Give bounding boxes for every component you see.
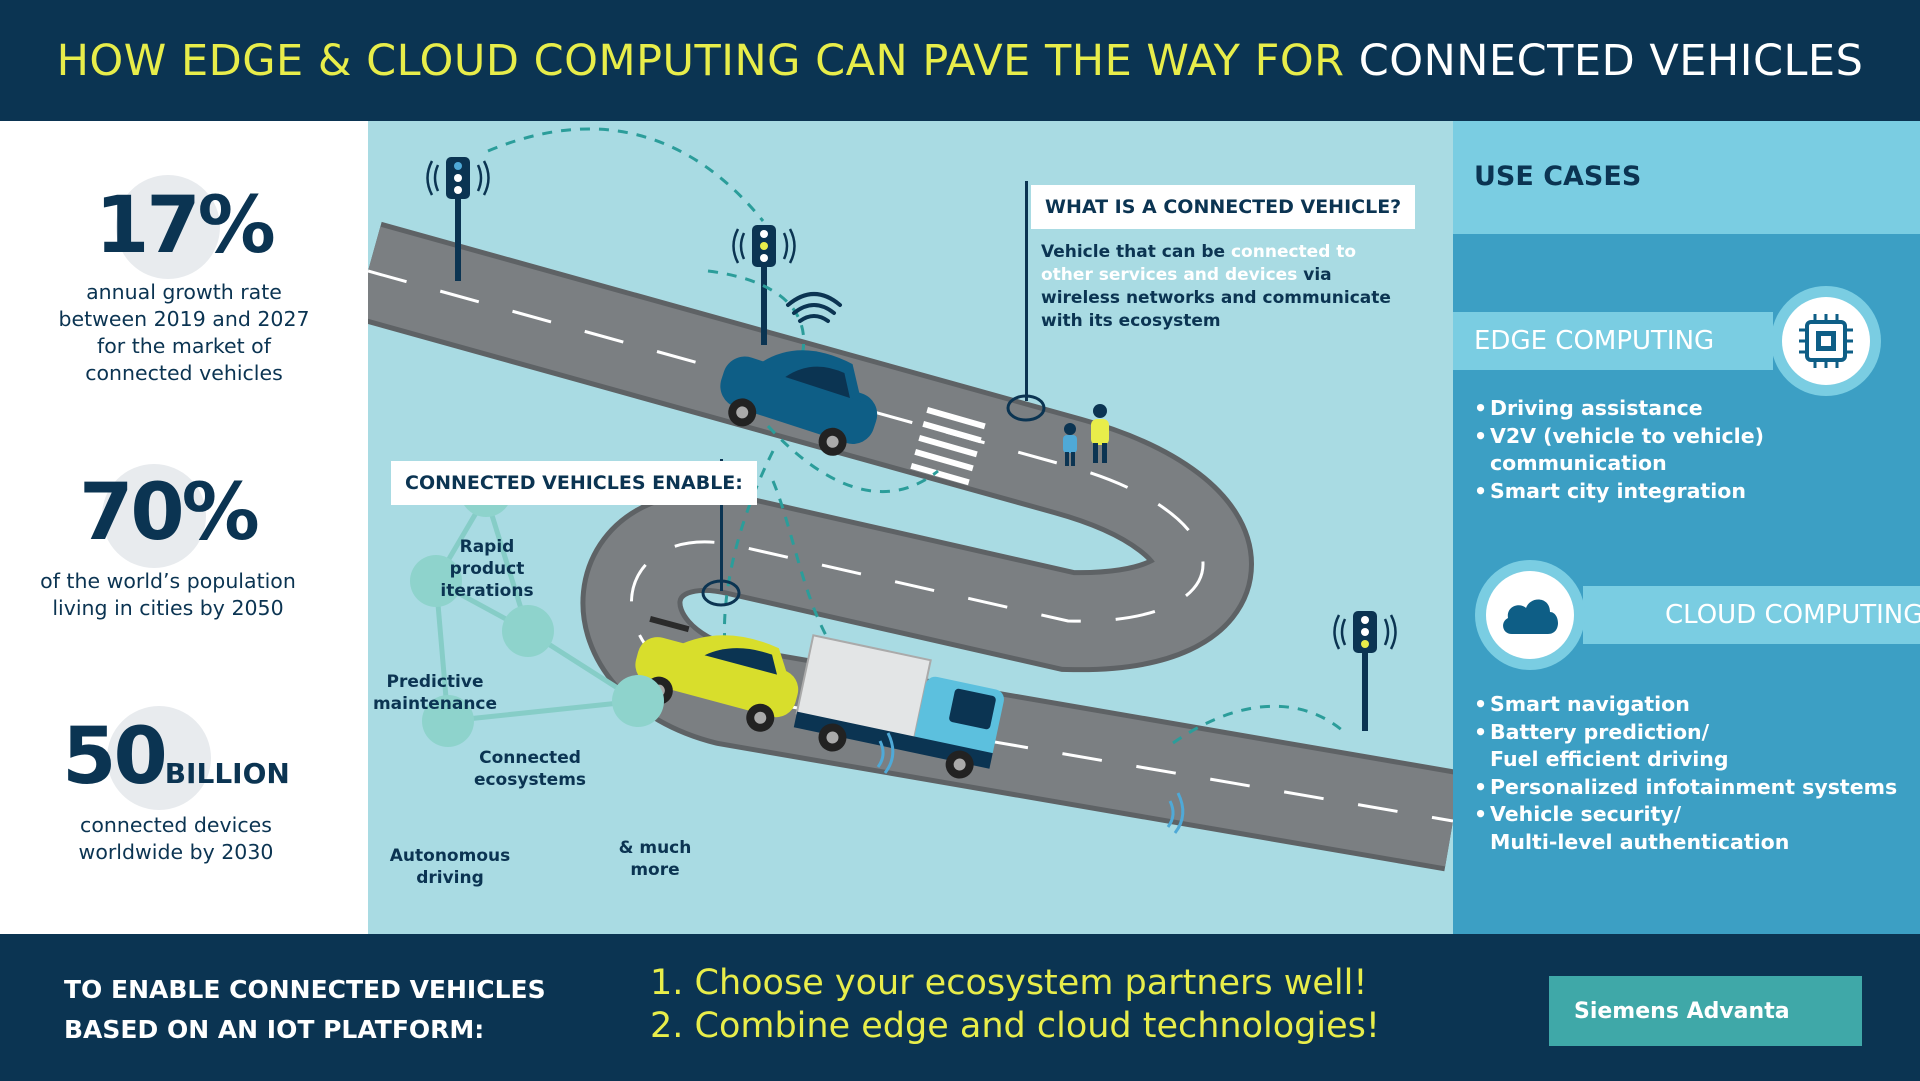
- siemens-advanta-button[interactable]: Siemens Advanta: [1549, 976, 1862, 1046]
- stat-description: connected devices worldwide by 2030: [78, 813, 274, 864]
- stat-circle: [107, 706, 211, 810]
- truck-icon: [793, 634, 1004, 779]
- cloud-icon-circle: [1475, 560, 1585, 670]
- header-banner: HOW EDGE & CLOUD COMPUTING CAN PAVE THE …: [0, 0, 1920, 121]
- stat-description: of the world’s population living in citi…: [40, 569, 296, 620]
- title-highlight: HOW EDGE & CLOUD COMPUTING CAN PAVE THE …: [56, 35, 1345, 86]
- edge-computing-title: EDGE COMPUTING: [1474, 326, 1715, 356]
- list-item: Battery prediction/Fuel efficient drivin…: [1474, 719, 1897, 774]
- stat-value: 17%: [95, 181, 276, 271]
- stat-circle: [116, 175, 220, 279]
- use-cases-header: USE CASES: [1453, 121, 1920, 234]
- connected-vehicle-question: WHAT IS A CONNECTED VEHICLE?: [1031, 185, 1416, 229]
- traffic-light-icon: [426, 157, 490, 281]
- stat-value: 70%: [79, 468, 260, 558]
- blue-car-icon: [720, 350, 878, 456]
- page-title: HOW EDGE & CLOUD COMPUTING CAN PAVE THE …: [57, 36, 1864, 86]
- footer-heading: TO ENABLE CONNECTED VEHICLES BASED ON AN…: [64, 975, 546, 1044]
- illustration-panel: WHAT IS A CONNECTED VEHICLE? Vehicle tha…: [368, 121, 1453, 934]
- cloud-icon: [1503, 599, 1558, 634]
- list-item: Smart city integration: [1474, 478, 1764, 506]
- stat-population: 70% of the world’s population living in …: [0, 464, 352, 622]
- chip-icon: [1799, 314, 1853, 368]
- use-cases-panel: USE CASES EDGE COMPUTING Driving assista…: [1453, 121, 1920, 934]
- stat-unit: BILLION: [164, 757, 290, 790]
- list-item: Vehicle security/Multi-level authenticat…: [1474, 801, 1897, 856]
- traffic-light-icon: [732, 225, 796, 345]
- pin-marker: [1006, 181, 1046, 422]
- step-one: 1. Choose your ecosystem partners well!: [650, 963, 1368, 1003]
- stat-growth: 17% annual growth rate between 2019 and …: [0, 175, 368, 387]
- enable-title: CONNECTED VEHICLES ENABLE:: [391, 461, 757, 505]
- edge-use-case-list: Driving assistance V2V (vehicle to vehic…: [1474, 395, 1764, 505]
- pedestrians-icon: [1063, 404, 1109, 466]
- list-item: Smart navigation: [1474, 691, 1897, 719]
- description-accent: connected to other services and devices: [1041, 242, 1357, 285]
- footer: TO ENABLE CONNECTED VEHICLES BASED ON AN…: [0, 934, 1920, 1081]
- enable-network: [410, 465, 664, 747]
- stats-panel: 17% annual growth rate between 2019 and …: [0, 121, 368, 934]
- stat-value: 50BILLION: [62, 712, 290, 802]
- use-cases-title: USE CASES: [1474, 161, 1642, 192]
- list-item: V2V (vehicle to vehicle)communication: [1474, 423, 1764, 478]
- traffic-light-icon: [1333, 611, 1397, 731]
- cloud-use-case-list: Smart navigation Battery prediction/Fuel…: [1474, 691, 1897, 856]
- signal-waves-icon: [876, 732, 1185, 834]
- wifi-icon: [786, 292, 842, 323]
- road-illustration: [368, 127, 1453, 872]
- cloud-computing-title: CLOUD COMPUTING: [1665, 600, 1920, 630]
- footer-steps: 1. Choose your ecosystem partners well! …: [650, 962, 1380, 1048]
- stat-circle: [102, 464, 206, 568]
- edge-computing-band: EDGE COMPUTING: [1453, 312, 1773, 370]
- list-item: Personalized infotainment systems: [1474, 774, 1897, 802]
- step-two: 2. Combine edge and cloud technologies!: [650, 1006, 1380, 1046]
- crosswalk: [910, 407, 986, 486]
- pin-marker: [701, 459, 741, 607]
- road: [368, 221, 1453, 872]
- stat-description: annual growth rate between 2019 and 2027…: [58, 280, 310, 385]
- cloud-computing-band: CLOUD COMPUTING: [1583, 586, 1920, 644]
- connected-vehicle-description: Vehicle that can be connected to other s…: [1041, 242, 1391, 331]
- title-emphasis: CONNECTED VEHICLES: [1358, 35, 1864, 86]
- stat-devices: 50BILLION connected devices worldwide by…: [0, 706, 360, 866]
- edge-icon-circle: [1771, 286, 1881, 396]
- list-item: Driving assistance: [1474, 395, 1764, 423]
